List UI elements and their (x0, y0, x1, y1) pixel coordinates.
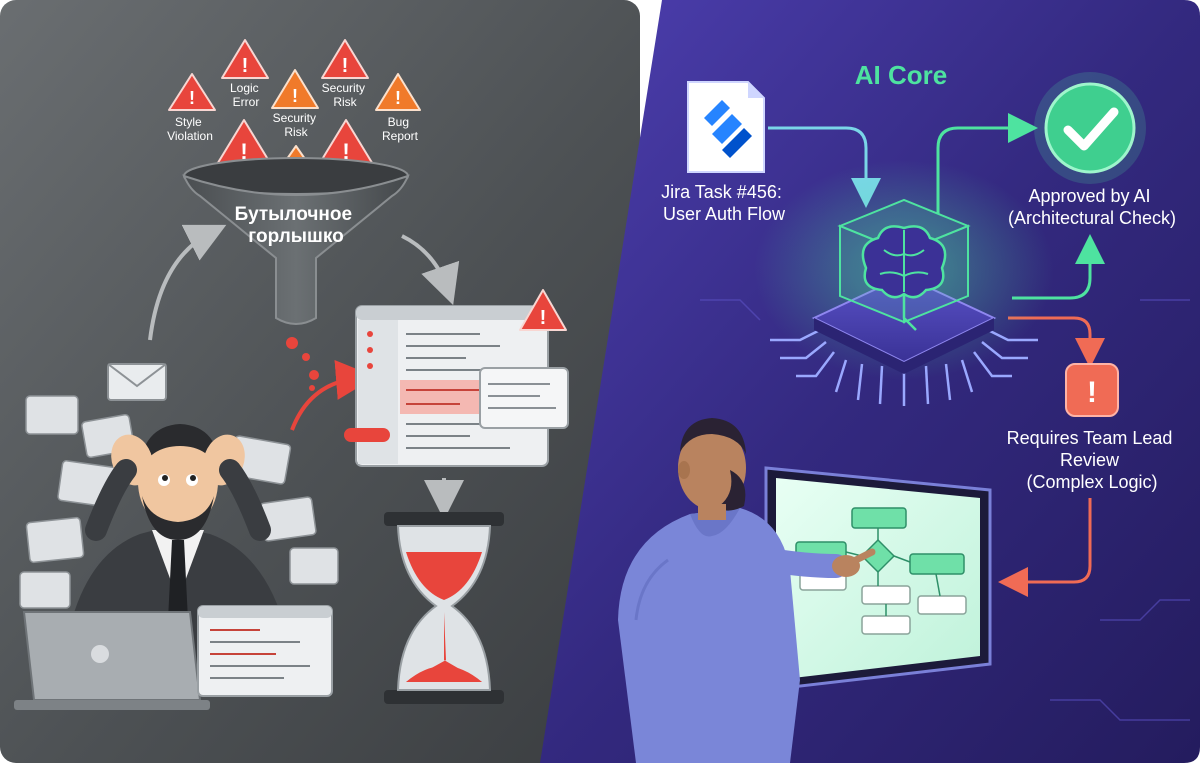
envelope-icon (107, 363, 167, 401)
svg-text:!: ! (242, 55, 249, 77)
arrow-core-to-approved (936, 113, 1038, 214)
jira-task-label: Jira Task #456: User Auth Flow (661, 182, 787, 224)
brain-chip-icon (754, 160, 1054, 406)
warning-icon: ! (221, 39, 269, 79)
warning-icon: ! (168, 73, 216, 111)
warning-label-security-risk-right: Security Risk (322, 81, 369, 109)
review-label: Requires Team Lead Review (Complex Logic… (1007, 428, 1178, 492)
svg-text:!: ! (189, 88, 195, 108)
checkmark-icon (1034, 72, 1146, 184)
warning-label-style-violation: Style Violation (167, 115, 213, 143)
arrow-to-approved-up (1012, 234, 1105, 300)
arrow-down-to-code (401, 234, 460, 306)
warning-labels: Style Violation Logic Error Security Ris… (167, 81, 419, 143)
hourglass-icon (384, 512, 504, 704)
svg-text:!: ! (540, 307, 547, 329)
laptop-icon (14, 611, 210, 710)
funnel-icon (182, 157, 410, 325)
svg-text:!: ! (1087, 376, 1097, 409)
warning-icon: ! (321, 39, 369, 79)
warning-icons: ! ! ! ! ! ! ! (168, 39, 421, 173)
svg-text:!: ! (240, 139, 247, 164)
ai-core-title: AI Core (855, 60, 947, 90)
left-panel: ! ! ! ! ! ! ! (0, 0, 640, 763)
arrow-core-to-review (1008, 316, 1105, 368)
warning-label-logic-error: Logic Error (230, 81, 262, 109)
arrow-red-to-code (290, 359, 376, 431)
svg-text:!: ! (342, 139, 349, 164)
warning-label-security-risk-center: Security Risk (273, 111, 320, 139)
svg-text:!: ! (395, 88, 401, 108)
code-window (344, 305, 569, 467)
code-sheet (197, 605, 333, 697)
jira-document-icon (687, 81, 765, 173)
red-drips (286, 337, 319, 391)
warning-icon: ! (271, 69, 319, 109)
arrow-up-to-funnel (148, 224, 227, 341)
code-warning-icon: ! (519, 289, 567, 331)
developer-pointing (618, 418, 876, 763)
arrow-jira-to-core (768, 126, 881, 208)
funnel-label: Бутылочное горлышко (235, 204, 358, 247)
flowchart-screen-icon (764, 466, 992, 692)
right-panel: AI Core Jira Task #456: User Auth Flow (540, 0, 1200, 763)
svg-text:!: ! (292, 86, 298, 106)
warning-icon: ! (375, 73, 421, 111)
svg-text:!: ! (342, 55, 349, 77)
alert-icon: ! (1065, 363, 1119, 417)
warning-label-bug-report: Bug Report (382, 115, 419, 143)
scattered-papers (19, 395, 339, 609)
arrow-review-to-screen (998, 498, 1092, 597)
approved-label: Approved by AI (Architectural Check) (1008, 186, 1176, 228)
